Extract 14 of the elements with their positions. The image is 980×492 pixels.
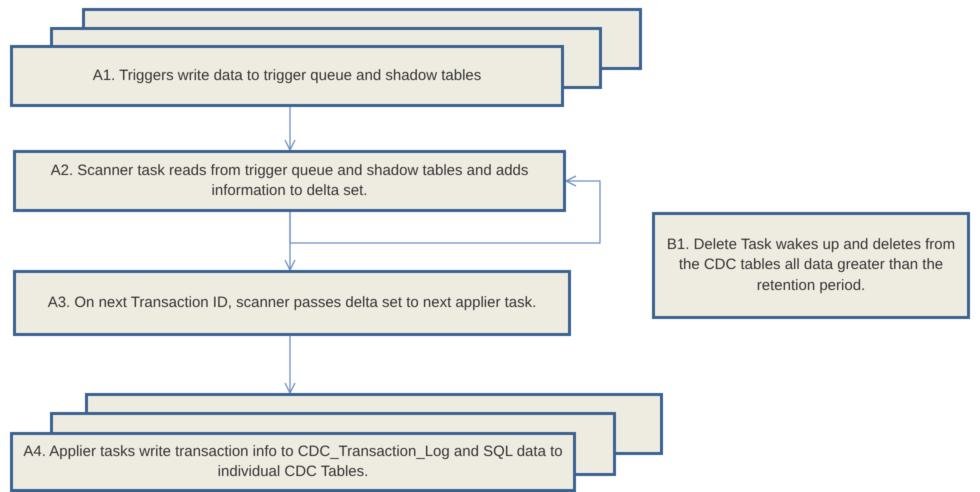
step-text: A2. Scanner task reads from trigger queue and shadow tables and adds information to delta set. — [50, 160, 530, 201]
step-text: B1. Delete Task wakes up and deletes from the CDC tables all data greater than the retention period. — [666, 235, 956, 296]
arrow — [284, 336, 296, 394]
loop-arrow — [289, 175, 601, 244]
step-text: A3. On next Transaction ID, scanner passes delta set to next applier task. — [48, 292, 536, 313]
stacked-process-boxes — [10, 393, 663, 492]
process-box — [652, 212, 970, 319]
step-text: A4. Applier tasks write transaction info to CDC_Transaction_Log and SQL data to individual CDC Tables. — [22, 442, 564, 482]
stacked-process-boxes — [10, 8, 642, 107]
arrow — [284, 212, 296, 271]
arrow — [284, 107, 296, 151]
process-box — [13, 270, 571, 336]
process-box — [13, 150, 566, 212]
step-text: A1. Triggers write data to trigger queue and shadow tables — [92, 66, 482, 86]
